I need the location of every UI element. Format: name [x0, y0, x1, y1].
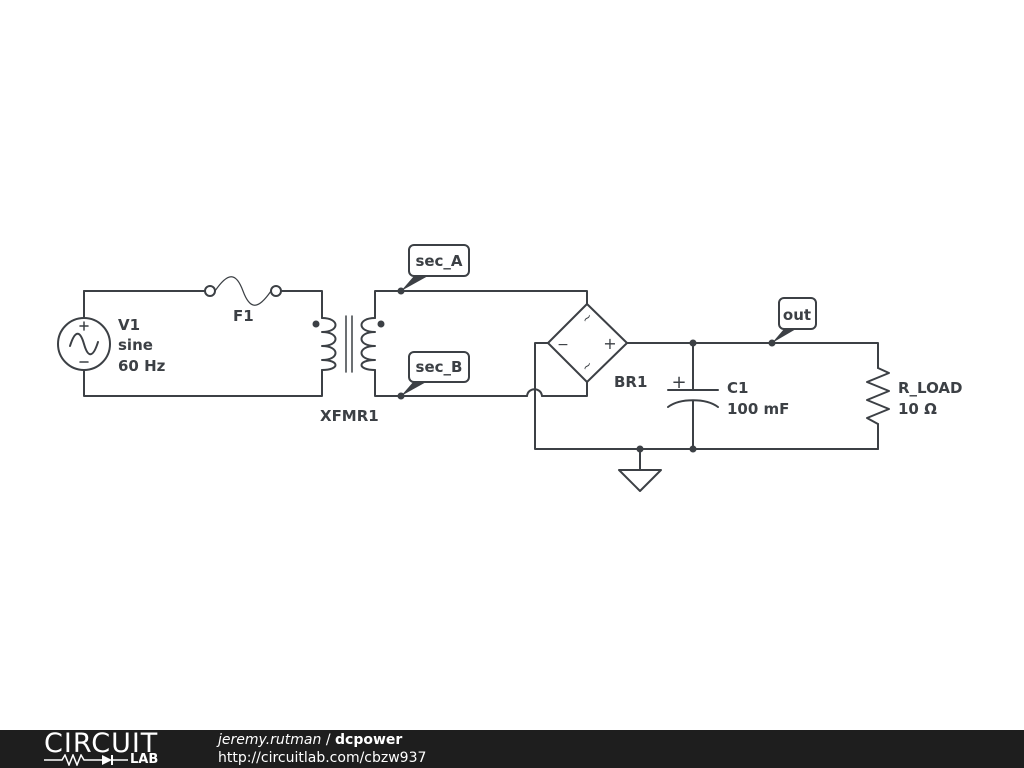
primary-dot-icon [312, 320, 320, 328]
f1-name: F1 [233, 307, 254, 325]
fuse-terminal-left-icon [204, 285, 216, 297]
wire-ground-return [534, 342, 879, 450]
r-load-value: 10 Ω [898, 400, 937, 418]
source-circle-icon [57, 317, 111, 371]
net-label-text: sec_A [415, 252, 462, 270]
br1-name: BR1 [614, 373, 647, 391]
net-label-text: out [783, 306, 811, 324]
fuse-element-icon [214, 276, 272, 306]
net-label-pointer-icon [772, 329, 796, 343]
logo-resistor-diode-icon [44, 754, 128, 766]
project-name[interactable]: dcpower [335, 732, 403, 748]
c1-value: 100 mF [727, 400, 789, 418]
primary-circuit [83, 290, 323, 397]
voltage-source-v1[interactable] [57, 317, 111, 371]
net-label-sec-a[interactable]: sec_A [401, 244, 470, 291]
v1-frequency: 60 Hz [118, 357, 166, 375]
secondary-dot-icon [377, 320, 385, 328]
wire-output [626, 342, 879, 369]
ground-symbol[interactable] [618, 448, 662, 492]
bridge-minus-label: − [557, 337, 569, 353]
circuit-schematic: V1 sine 60 Hz F1 XFMR1 [57, 244, 962, 492]
secondary-circuit [374, 287, 879, 453]
secondary-coil-icon [360, 317, 376, 371]
project-url-link[interactable]: http://circuitlab.com/cbzw937 [218, 750, 427, 766]
wire-primary-top-right [280, 290, 323, 319]
bridge-ac-top-label: ~ [578, 309, 595, 326]
transformer-core-icon [345, 315, 353, 373]
v1-type: sine [118, 336, 153, 354]
v1-name: V1 [118, 316, 140, 334]
net-label-pointer-icon [401, 381, 428, 396]
project-title: jeremy.rutman / dcpower [218, 731, 402, 749]
net-label-box [408, 351, 470, 383]
wire-sec-a [374, 290, 588, 319]
logo-lab-text: LAB [130, 752, 159, 767]
c1-name: C1 [727, 379, 748, 397]
fuse-terminal-right-icon [270, 285, 282, 297]
xfmr1-name: XFMR1 [320, 407, 379, 425]
bridge-plus-label: + [603, 334, 616, 353]
author-link[interactable]: jeremy.rutman [218, 732, 322, 748]
plus-sign-icon [79, 321, 89, 331]
logo-circuit-text: CIRCUIT [44, 728, 159, 759]
cap-polarity-label: + [671, 372, 686, 393]
capacitor-c1[interactable] [667, 342, 719, 450]
footer-bar: CIRCUIT LAB jeremy.rutman / dcpower http… [0, 730, 1024, 768]
net-label-sec-b[interactable]: sec_B [401, 351, 470, 396]
primary-coil-icon [321, 317, 337, 371]
net-label-pointer-icon [401, 276, 428, 291]
wire-sec-b-right [541, 381, 588, 397]
net-label-box [778, 297, 817, 330]
wire-sec-b-left [374, 369, 528, 397]
net-label-out[interactable]: out [772, 297, 817, 343]
net-label-box [408, 244, 470, 277]
net-label-text: sec_B [416, 358, 463, 376]
fuse-f1[interactable] [204, 276, 282, 306]
transformer-xfmr1[interactable] [312, 315, 385, 373]
resistor-r-load[interactable] [866, 367, 890, 425]
sine-wave-icon [69, 332, 99, 356]
ground-icon [618, 469, 662, 492]
resistor-zigzag-icon [866, 367, 890, 425]
r-load-name: R_LOAD [898, 379, 962, 397]
title-separator: / [321, 732, 335, 748]
bridge-rectifier-br1[interactable] [547, 303, 628, 383]
wire-primary-bottom [83, 369, 323, 397]
bridge-ac-bottom-label: ~ [578, 357, 595, 374]
bridge-body-icon [547, 303, 628, 383]
